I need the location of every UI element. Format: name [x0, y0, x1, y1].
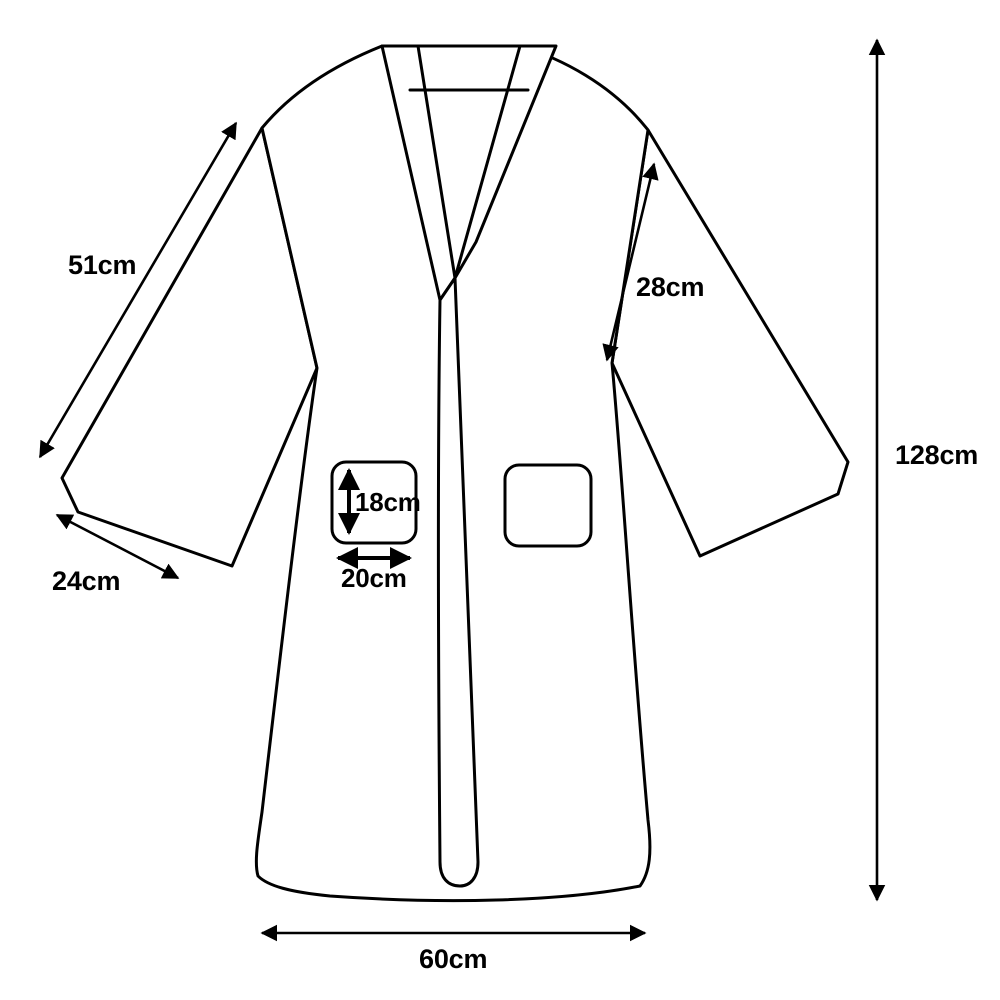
dimension-label-armhole-depth: 28cm — [636, 272, 705, 302]
center-front-placket — [437, 276, 480, 888]
dimension-line-sleeve-length — [38, 121, 238, 459]
dimension-lines — [38, 38, 886, 942]
dimension-label-sleeve-length: 51cm — [68, 250, 137, 280]
dimension-line-cuff-width — [55, 513, 180, 580]
dimension-label-hem-width: 60cm — [419, 944, 488, 974]
dimension-label-pocket-width: 20cm — [341, 563, 407, 593]
collar-right-band — [453, 44, 558, 280]
dimension-line-armhole-depth — [602, 162, 659, 362]
dimension-label-pocket-height: 18cm — [355, 487, 421, 517]
dimension-label-cuff-width: 24cm — [52, 566, 121, 596]
dimension-label-total-length: 128cm — [895, 440, 979, 470]
right-patch-pocket — [503, 463, 593, 548]
garment-outline — [60, 44, 850, 903]
